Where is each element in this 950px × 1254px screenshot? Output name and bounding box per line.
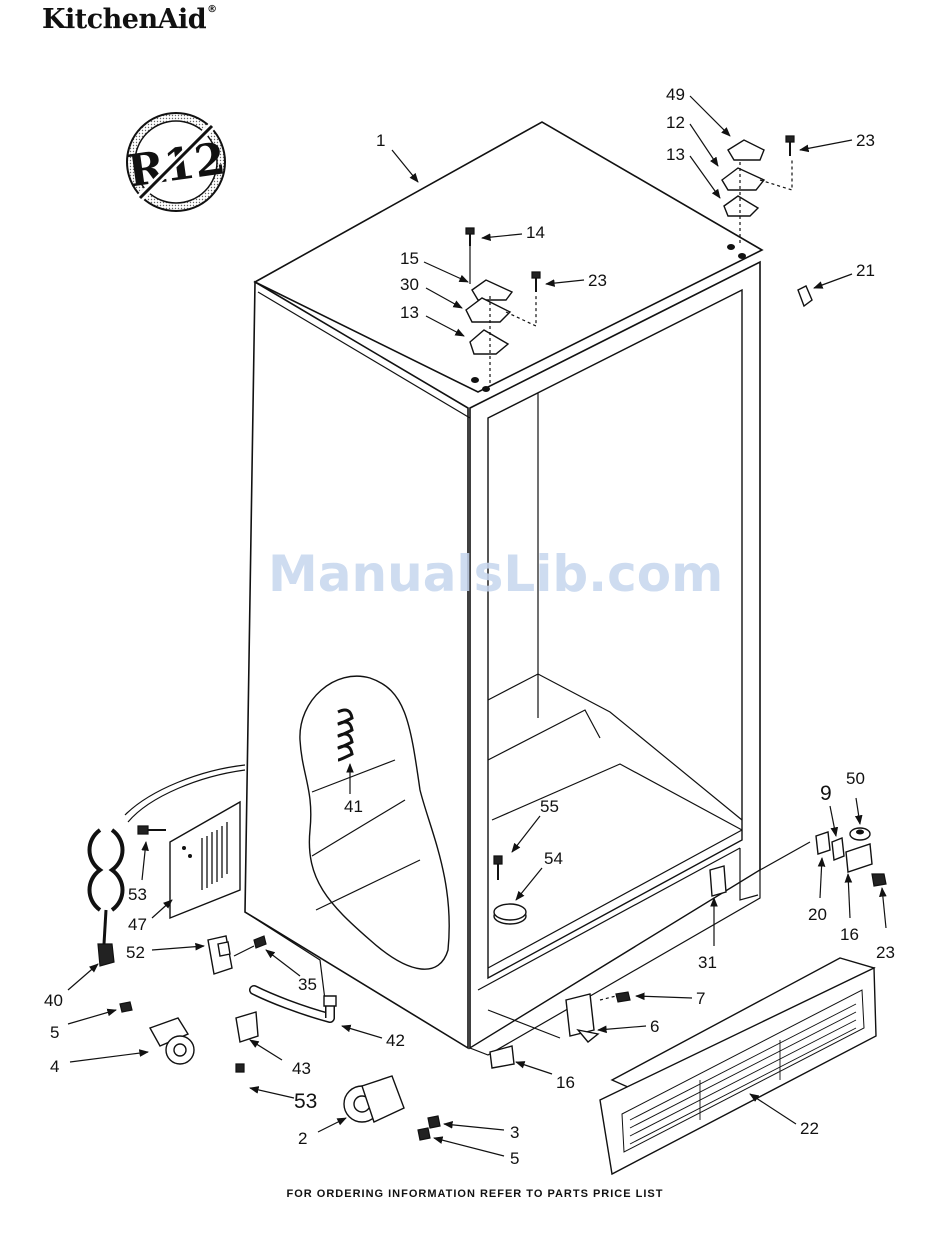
callout-13-right: 13 [666, 145, 685, 164]
callout-9: 9 [820, 782, 832, 805]
callout-47: 47 [128, 915, 147, 934]
bracket-52 [208, 936, 266, 974]
watermark: ManualsLib.com [268, 545, 723, 603]
callout-30: 30 [400, 275, 419, 294]
callout-5-lower: 5 [510, 1149, 519, 1168]
electrical-box [138, 802, 240, 918]
callout-7: 7 [696, 989, 705, 1008]
callout-2: 2 [298, 1129, 307, 1148]
toe-grille [600, 958, 876, 1174]
callout-12: 12 [666, 113, 685, 132]
callout-55: 55 [540, 797, 559, 816]
clip-part [798, 286, 812, 306]
part-31 [710, 866, 726, 896]
callout-20: 20 [808, 905, 827, 924]
callout-53-lower: 53 [294, 1090, 317, 1113]
callout-16-right: 16 [840, 925, 859, 944]
callout-23-bottom: 23 [876, 943, 895, 962]
callout-49: 49 [666, 85, 685, 104]
callout-52: 52 [126, 943, 145, 962]
caster-front [344, 1076, 440, 1140]
callout-23-top: 23 [856, 131, 875, 150]
callout-6: 6 [650, 1017, 659, 1036]
callout-35: 35 [298, 975, 317, 994]
hinge-stack-right [722, 136, 794, 244]
callout-31: 31 [698, 953, 717, 972]
ordering-footer-note: FOR ORDERING INFORMATION REFER TO PARTS … [0, 1188, 950, 1200]
callout-3: 3 [510, 1123, 519, 1142]
callout-16-lower: 16 [556, 1073, 575, 1092]
no-r12-badge: R12 [125, 113, 229, 211]
callout-15: 15 [400, 249, 419, 268]
callout-4: 4 [50, 1057, 59, 1076]
callout-41: 41 [344, 797, 363, 816]
drain-tube [236, 990, 336, 1072]
leveling-bracket-assembly [816, 828, 886, 886]
callout-54: 54 [544, 849, 563, 868]
callout-14: 14 [526, 223, 545, 242]
callout-23-mid: 23 [588, 271, 607, 290]
callout-40: 40 [44, 991, 63, 1010]
callout-21: 21 [856, 261, 875, 280]
callout-42: 42 [386, 1031, 405, 1050]
callout-5-left: 5 [50, 1023, 59, 1042]
callout-13-left: 13 [400, 303, 419, 322]
callout-53-upper: 53 [128, 885, 147, 904]
callout-43: 43 [292, 1059, 311, 1078]
callout-50: 50 [846, 769, 865, 788]
callout-1: 1 [376, 131, 385, 150]
callout-22: 22 [800, 1119, 819, 1138]
